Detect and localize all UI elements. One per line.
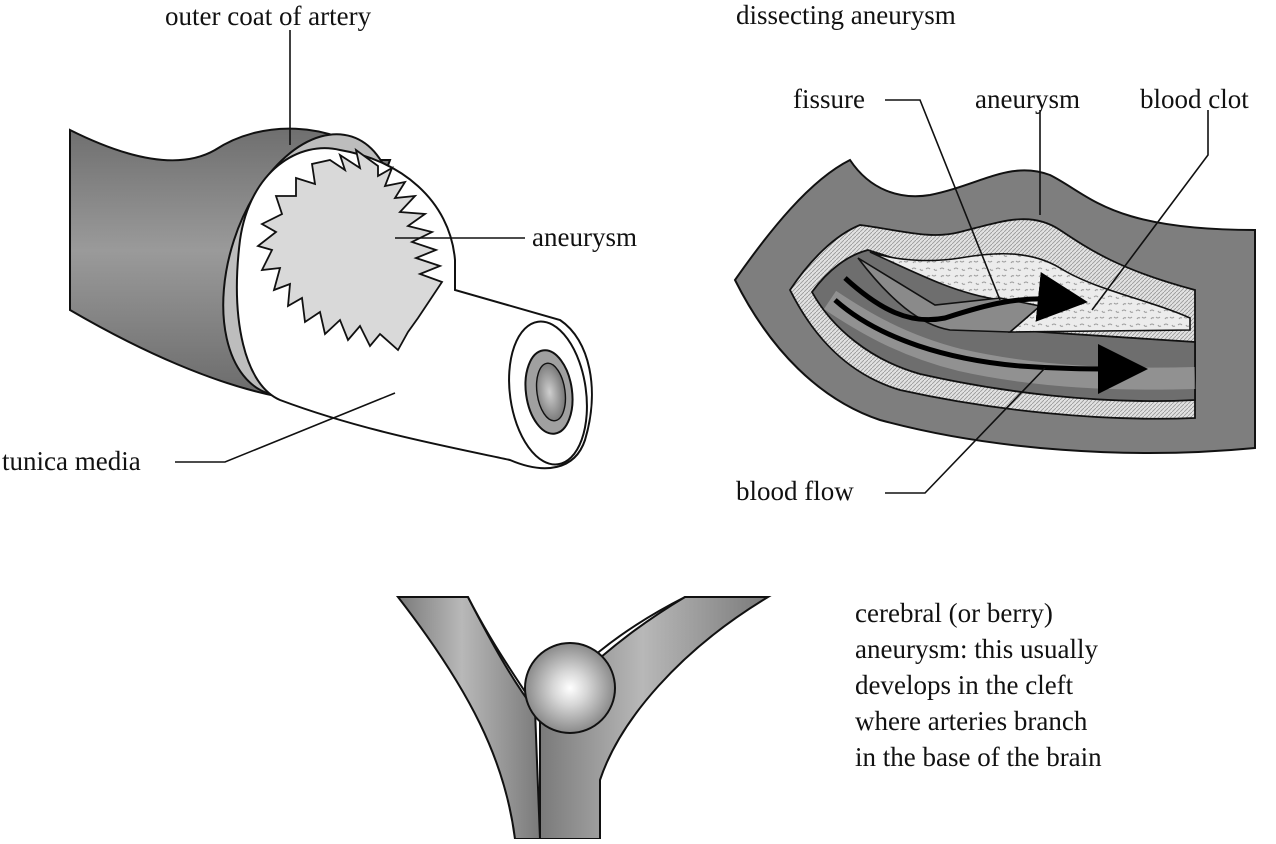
label-blood-clot: blood clot [1140, 84, 1249, 114]
label-aneurysm-general: aneurysm [532, 222, 637, 252]
label-aneurysm-dissecting: aneurysm [975, 84, 1080, 114]
berry-aneurysm-bulb [524, 642, 616, 734]
caption-line-1: cerebral (or berry) [855, 598, 1053, 628]
caption-line-5: in the base of the brain [855, 742, 1102, 772]
dissecting-aneurysm-illustration: dissecting aneurysm fissure aneurysm blo… [733, 0, 1256, 506]
lumen-inner [535, 362, 567, 422]
leader-fissure [885, 99, 1001, 301]
caption-line-2: aneurysm: this usually [855, 634, 1098, 664]
leader-blood-flow [885, 367, 1046, 494]
label-blood-flow: blood flow [736, 476, 854, 506]
general-aneurysm-illustration: outer coat of artery aneurysm tunica med… [2, 1, 637, 476]
blood-flow-arrow [833, 298, 1148, 394]
aneurysm-tear-shape [256, 147, 444, 352]
caption-line-3: develops in the cleft [855, 670, 1074, 700]
right-branch-artery [539, 596, 772, 840]
caption-line-4: where arteries branch [855, 706, 1088, 736]
leader-tunica-media [175, 392, 396, 463]
berry-aneurysm-illustration: cerebral (or berry) aneurysm: this usual… [395, 596, 1102, 840]
fissure-flow-arrow [843, 272, 1088, 323]
leader-blood-clot [1091, 110, 1209, 311]
label-fissure: fissure [793, 84, 865, 114]
title-dissecting-aneurysm: dissecting aneurysm [736, 0, 956, 30]
label-tunica-media: tunica media [2, 446, 141, 476]
label-outer-coat: outer coat of artery [165, 1, 372, 31]
